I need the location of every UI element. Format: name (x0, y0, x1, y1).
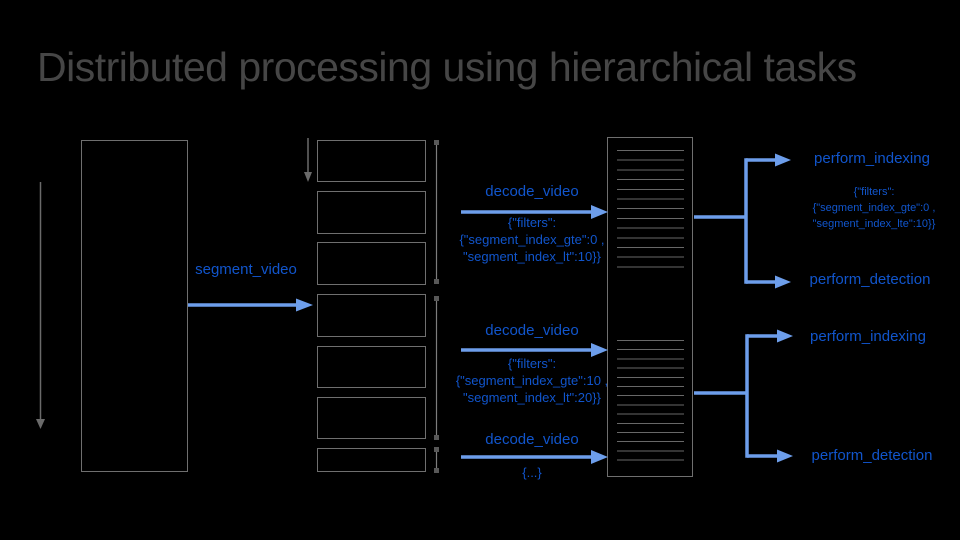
segment-video-label: segment_video (195, 261, 297, 278)
params-line: "segment_index_lt":20}} (463, 390, 601, 405)
segment-video-arrow (188, 298, 313, 312)
params-line: {"segment_index_gte":0 , (459, 232, 605, 247)
video-segment-shape-1 (317, 140, 426, 182)
frame-lines-group-1 (617, 150, 684, 273)
slide-title: Distributed processing using hierarchica… (37, 44, 857, 90)
params-line: {"filters": (507, 356, 557, 371)
perform-indexing-label-1: perform_indexing (814, 150, 930, 167)
video-segment-shape-3 (317, 242, 426, 285)
timeline-down-arrow-icon (36, 182, 45, 429)
decode-video-label-2: decode_video (485, 322, 579, 339)
params-line: {"segment_index_gte":0 , (812, 202, 936, 214)
fork-connector-2 (694, 329, 793, 463)
params-line: {"segment_index_gte":10 , (455, 373, 609, 388)
video-segment-shape-5 (317, 346, 426, 388)
perform-detection-label-2: perform_detection (811, 447, 933, 464)
source-video-shape (81, 140, 188, 472)
decode-video-label-3: decode_video (485, 431, 579, 448)
decode-video-params-2: {"filters": {"segment_index_gte":10 , "s… (427, 355, 637, 406)
decode-video-params-1: {"filters": {"segment_index_gte":0 , "se… (427, 214, 637, 265)
video-segment-shape-2 (317, 191, 426, 234)
video-segment-shape-4 (317, 294, 426, 337)
params-line: {"filters": (507, 215, 557, 230)
segment-group-bracket-3 (434, 447, 439, 473)
video-segment-shape-6 (317, 397, 426, 439)
frame-lines-group-2 (617, 340, 684, 465)
params-line: {...} (522, 465, 542, 480)
perform-indexing-label-2: perform_indexing (810, 328, 926, 345)
decode-video-arrow-3 (461, 450, 608, 464)
video-segment-shape-7 (317, 448, 426, 472)
perform-detection-label-1: perform_detection (809, 271, 931, 288)
params-line: "segment_index_lt":10}} (463, 249, 601, 264)
params-line: "segment_index_lte":10}} (812, 218, 936, 230)
perform-indexing-params-1: {"filters": {"segment_index_gte":0 , "se… (770, 184, 960, 232)
decode-video-label-1: decode_video (485, 183, 579, 200)
params-line: {"filters": (853, 186, 895, 198)
segment-order-down-arrow-icon (304, 138, 312, 182)
decode-video-params-3: {...} (457, 464, 607, 481)
frame-list-shape (607, 137, 693, 477)
